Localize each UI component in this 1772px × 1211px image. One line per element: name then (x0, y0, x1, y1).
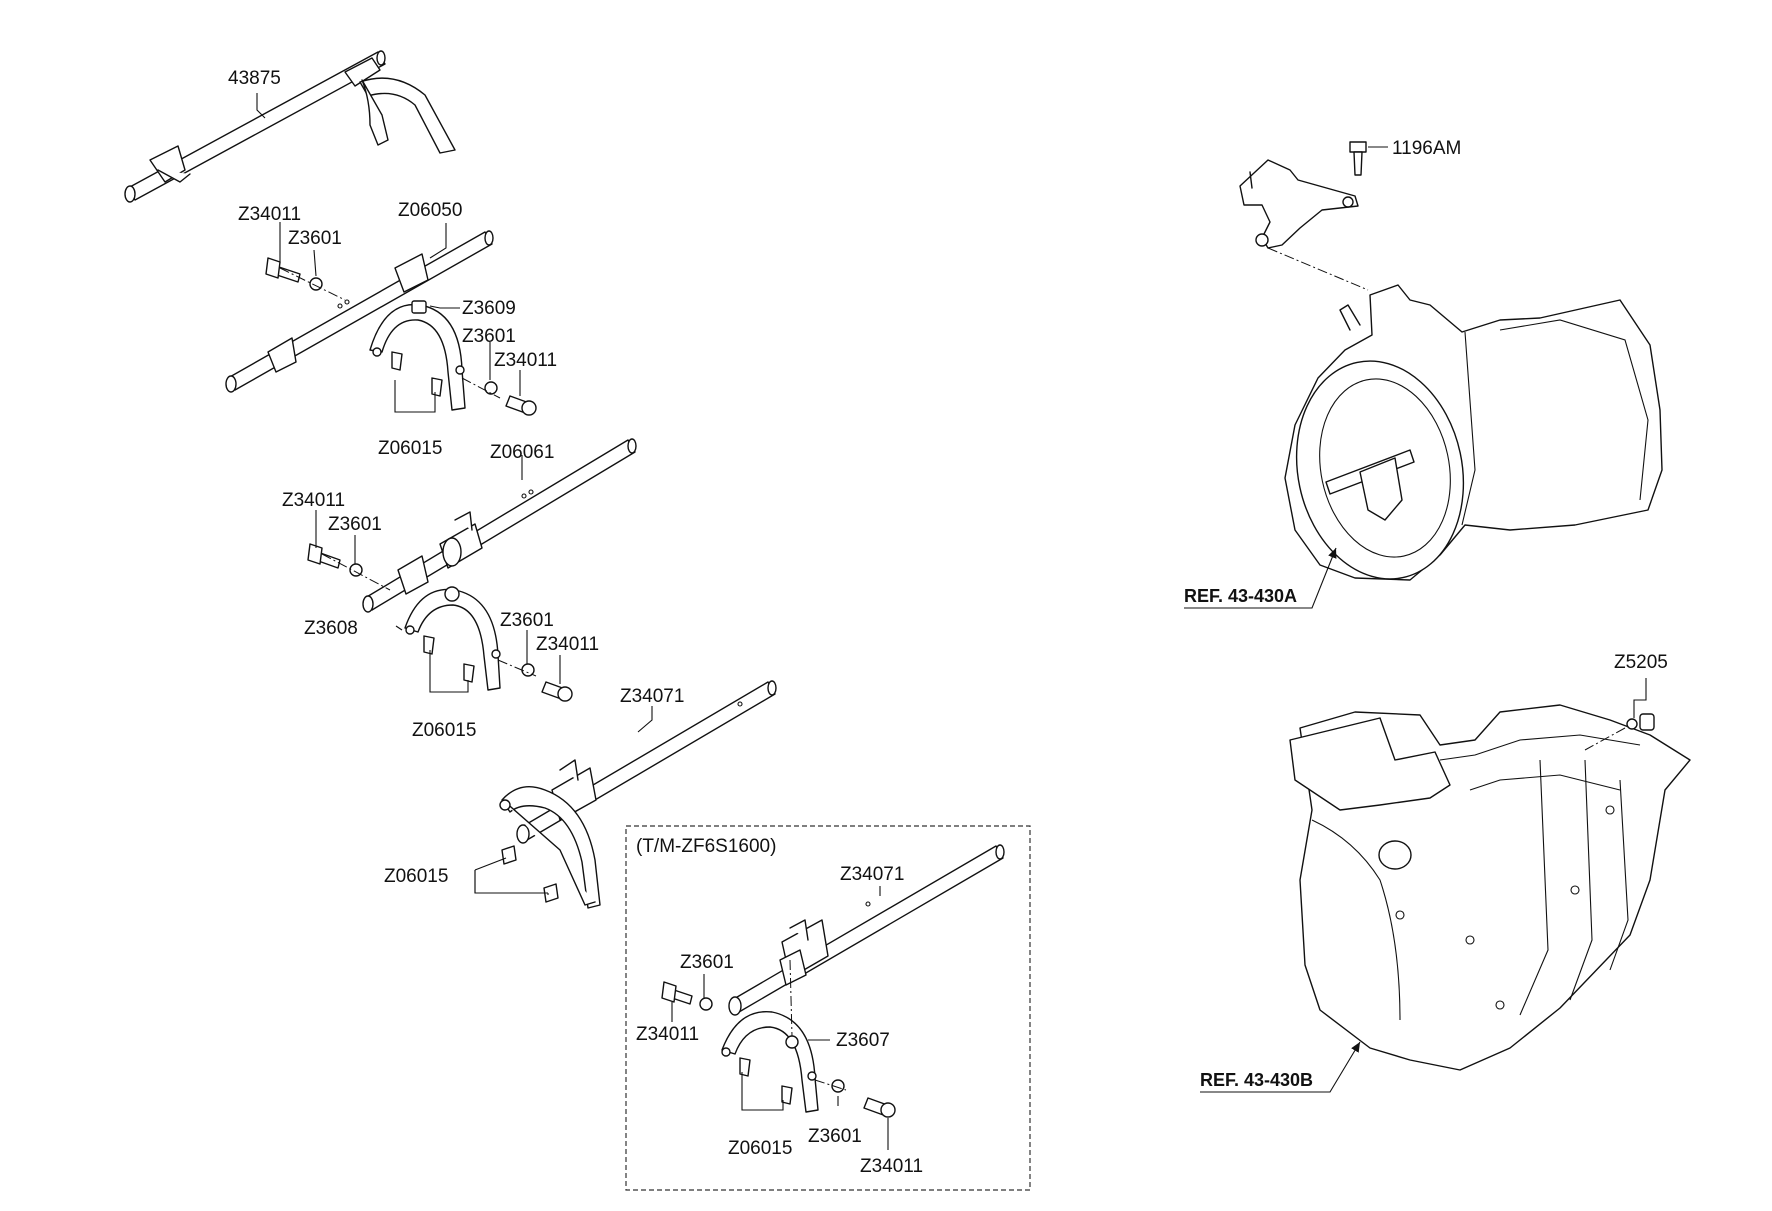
label-z06015-c: Z06015 (384, 866, 448, 887)
shift-rail-43875 (124, 50, 456, 203)
ref-43-430b: REF. 43-430B (1200, 1070, 1313, 1090)
label-z3608: Z3608 (304, 618, 358, 639)
inset-label-z34011-bottom: Z34011 (860, 1156, 923, 1177)
bolt-1196am (1349, 141, 1367, 176)
label-1196am: 1196AM (1392, 138, 1461, 159)
inset-bolt-left (661, 981, 693, 1005)
label-z34011-a: Z34011 (238, 204, 301, 225)
shift-rail-z06050 (225, 230, 494, 393)
label-z06015-a: Z06015 (378, 438, 442, 459)
shift-fork-upper (369, 300, 466, 411)
label-z34011-b: Z34011 (494, 350, 557, 371)
transmission-lower (1289, 704, 1691, 1071)
label-z5205: Z5205 (1614, 652, 1668, 673)
label-z34011-c: Z34011 (282, 490, 345, 511)
label-z06050: Z06050 (398, 200, 462, 221)
inset-title: (T/M-ZF6S1600) (636, 836, 776, 857)
bolt-z34011-b (505, 395, 537, 416)
label-z3601-a: Z3601 (288, 228, 342, 249)
plug-z5205 (1626, 713, 1655, 731)
inset-box (625, 825, 1031, 1191)
transmission-upper (1284, 284, 1663, 581)
inset-label-z3601-bottom: Z3601 (808, 1126, 862, 1147)
bolt-z34011-c (307, 543, 341, 569)
label-z3609: Z3609 (462, 298, 516, 319)
label-z34071-a: Z34071 (620, 686, 684, 707)
bolt-z34011-d (541, 681, 573, 702)
inset-label-z3601-top: Z3601 (680, 952, 734, 973)
label-z06015-b: Z06015 (412, 720, 476, 741)
shift-fork-middle (404, 586, 501, 691)
label-z3601-d: Z3601 (500, 610, 554, 631)
label-z34011-d: Z34011 (536, 634, 599, 655)
label-43875: 43875 (228, 68, 281, 89)
label-z3601-c: Z3601 (328, 514, 382, 535)
inset-shift-rail (728, 844, 1005, 1016)
washer-z3601-c (349, 563, 363, 577)
bolt-z34011-a (265, 257, 301, 283)
inset-bolt-bottom (863, 1097, 896, 1118)
inset-label-z34011-left: Z34011 (636, 1024, 699, 1045)
label-z3601-b: Z3601 (462, 326, 516, 347)
inset-label-z3607: Z3607 (836, 1030, 890, 1051)
washer-z3601-b (484, 381, 498, 395)
ref-43-430a: REF. 43-430A (1184, 586, 1297, 606)
inset-label-z06015: Z06015 (728, 1138, 792, 1159)
shift-rail-z06061 (362, 438, 637, 613)
label-z06061: Z06061 (490, 442, 554, 463)
bracket-assembly (1239, 159, 1359, 249)
inset-label-z34071: Z34071 (840, 864, 904, 885)
inset-shift-fork (721, 1010, 819, 1113)
inset-washer-top (699, 997, 713, 1011)
